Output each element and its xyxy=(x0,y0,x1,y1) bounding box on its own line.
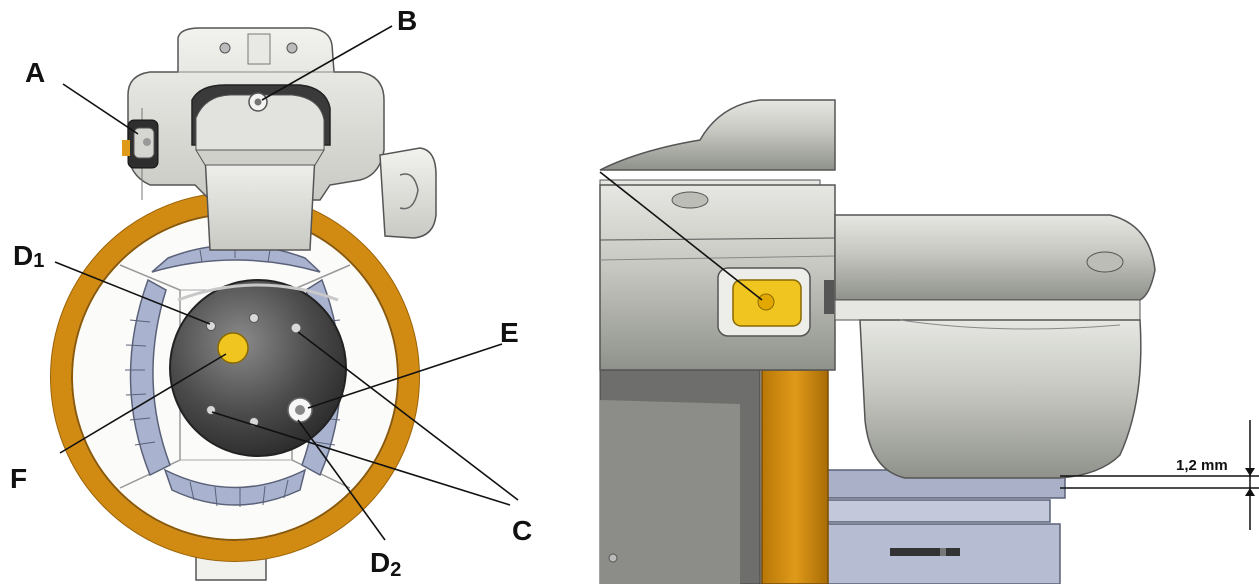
label-f: F xyxy=(10,463,27,494)
lower-plates xyxy=(819,469,1066,584)
yellow-marker xyxy=(217,332,249,364)
top-shell xyxy=(599,99,836,371)
side-leader-line xyxy=(599,171,763,301)
button-a-orange-edge xyxy=(122,140,130,156)
side-view: 1,2 mm xyxy=(599,99,1259,584)
dimension-indicator: 1,2 mm xyxy=(1060,420,1259,530)
side-clip xyxy=(379,147,437,239)
orange-bar xyxy=(761,369,829,584)
dimension-label: 1,2 mm xyxy=(1176,457,1228,474)
label-b: B xyxy=(397,5,417,36)
label-e: E xyxy=(500,317,519,348)
right-housing xyxy=(834,214,1156,479)
label-d1: D1 xyxy=(13,240,44,272)
front-view: A B D1 E F C D2 xyxy=(10,5,532,581)
sphere-rim xyxy=(177,283,339,302)
dark-sphere xyxy=(169,279,347,457)
white-marker-center xyxy=(295,405,305,415)
upper-housing xyxy=(122,27,437,251)
label-c: C xyxy=(512,515,532,546)
leader-lines xyxy=(54,25,519,541)
label-d2: D2 xyxy=(370,547,401,581)
label-a: A xyxy=(25,57,45,88)
